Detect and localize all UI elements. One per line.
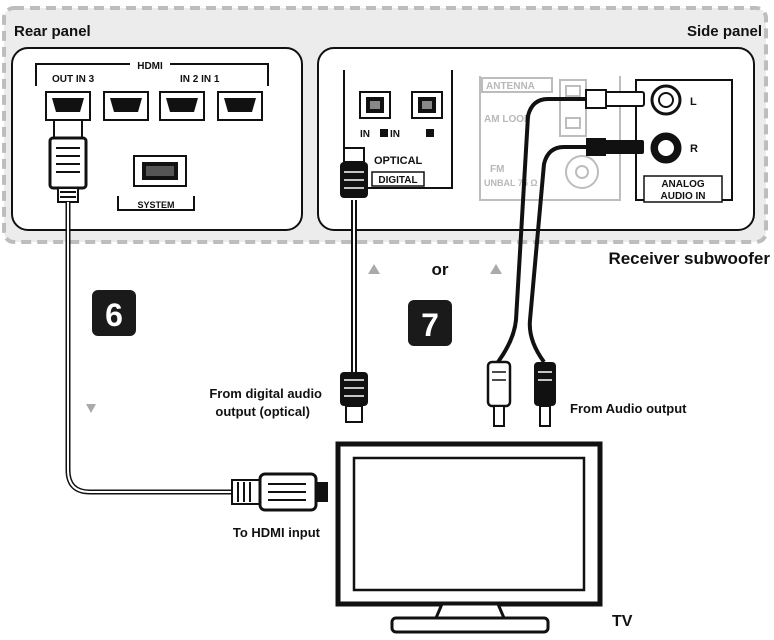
step-6-number: 6	[105, 297, 123, 333]
fm-label: FM	[490, 164, 504, 175]
tv	[335, 441, 603, 634]
rca-cable-white	[496, 97, 586, 364]
optical-port-2	[411, 91, 443, 119]
hdmi-group-label: HDMI	[137, 61, 163, 72]
or-label: or	[432, 260, 449, 279]
step-6-badge	[92, 290, 136, 336]
hdmi-plug-tv	[231, 472, 328, 512]
receiver-subwoofer-label: Receiver subwoofer	[608, 249, 770, 268]
rca-plug-white-bottom	[486, 360, 512, 427]
analog-left-label: L	[690, 96, 697, 108]
rca-plug-white-top	[585, 89, 645, 109]
step-7-number: 7	[421, 307, 439, 343]
optical-in-label-1: IN	[360, 129, 370, 140]
hdmi-cable-inner	[67, 202, 232, 493]
rca-plug-black-bottom	[534, 362, 556, 427]
hdmi-out-port	[45, 91, 91, 121]
hdmi-group-bracket	[35, 63, 269, 86]
digital-box	[371, 171, 425, 187]
optical-in-label-2: IN	[390, 129, 400, 140]
optical-in-marker-2	[426, 129, 434, 137]
step-7-badge	[408, 300, 452, 346]
arrow-down-hdmi	[86, 404, 96, 413]
hdmi-input-label: To HDMI input	[233, 525, 321, 540]
rca-jack-right	[650, 132, 682, 164]
side-panel-label: Side panel	[687, 23, 762, 40]
rear-panel-label: Rear panel	[14, 23, 91, 40]
optical-label: OPTICAL	[374, 155, 423, 167]
digital-label: DIGITAL	[378, 175, 417, 186]
system-port	[133, 155, 187, 187]
hdmi-in2-port	[159, 91, 205, 121]
tv-label: TV	[612, 613, 633, 630]
optical-plug-receiver	[340, 147, 368, 198]
analog-title-box	[643, 175, 723, 203]
rca-plug-black-top	[586, 138, 644, 156]
hdmi-plug-rear	[48, 119, 88, 203]
hdmi-out-in3-label: OUT IN 3	[52, 74, 95, 85]
rca-jack-left	[650, 84, 682, 116]
unbal-label: UNBAL 75 Ω	[484, 178, 538, 188]
digital-source-line2: output (optical)	[215, 404, 310, 419]
am-loop-label: AM LOOP	[484, 114, 531, 125]
digital-source-line1: From digital audio	[209, 386, 322, 401]
hdmi-in3-port	[103, 91, 149, 121]
hdmi-in2-in1-label: IN 2 IN 1	[180, 74, 220, 85]
optical-port-1	[359, 91, 391, 119]
antenna-section	[479, 76, 621, 201]
rca-cable-black	[527, 145, 586, 364]
analog-title-2: AUDIO IN	[661, 191, 706, 202]
optical-in-marker-1	[380, 129, 388, 137]
arrow-up-optical	[368, 264, 380, 274]
hdmi-in1-port	[217, 91, 263, 121]
audio-output-label: From Audio output	[570, 401, 687, 416]
analog-title-1: ANALOG	[661, 179, 705, 190]
arrow-up-analog	[490, 264, 502, 274]
system-bracket	[117, 196, 195, 211]
hdmi-cable	[65, 202, 232, 495]
system-label: SYSTEM	[137, 200, 174, 210]
antenna-label: ANTENNA	[486, 81, 535, 92]
analog-right-label: R	[690, 143, 698, 155]
optical-section	[343, 70, 453, 189]
optical-plug-tv	[340, 372, 368, 423]
